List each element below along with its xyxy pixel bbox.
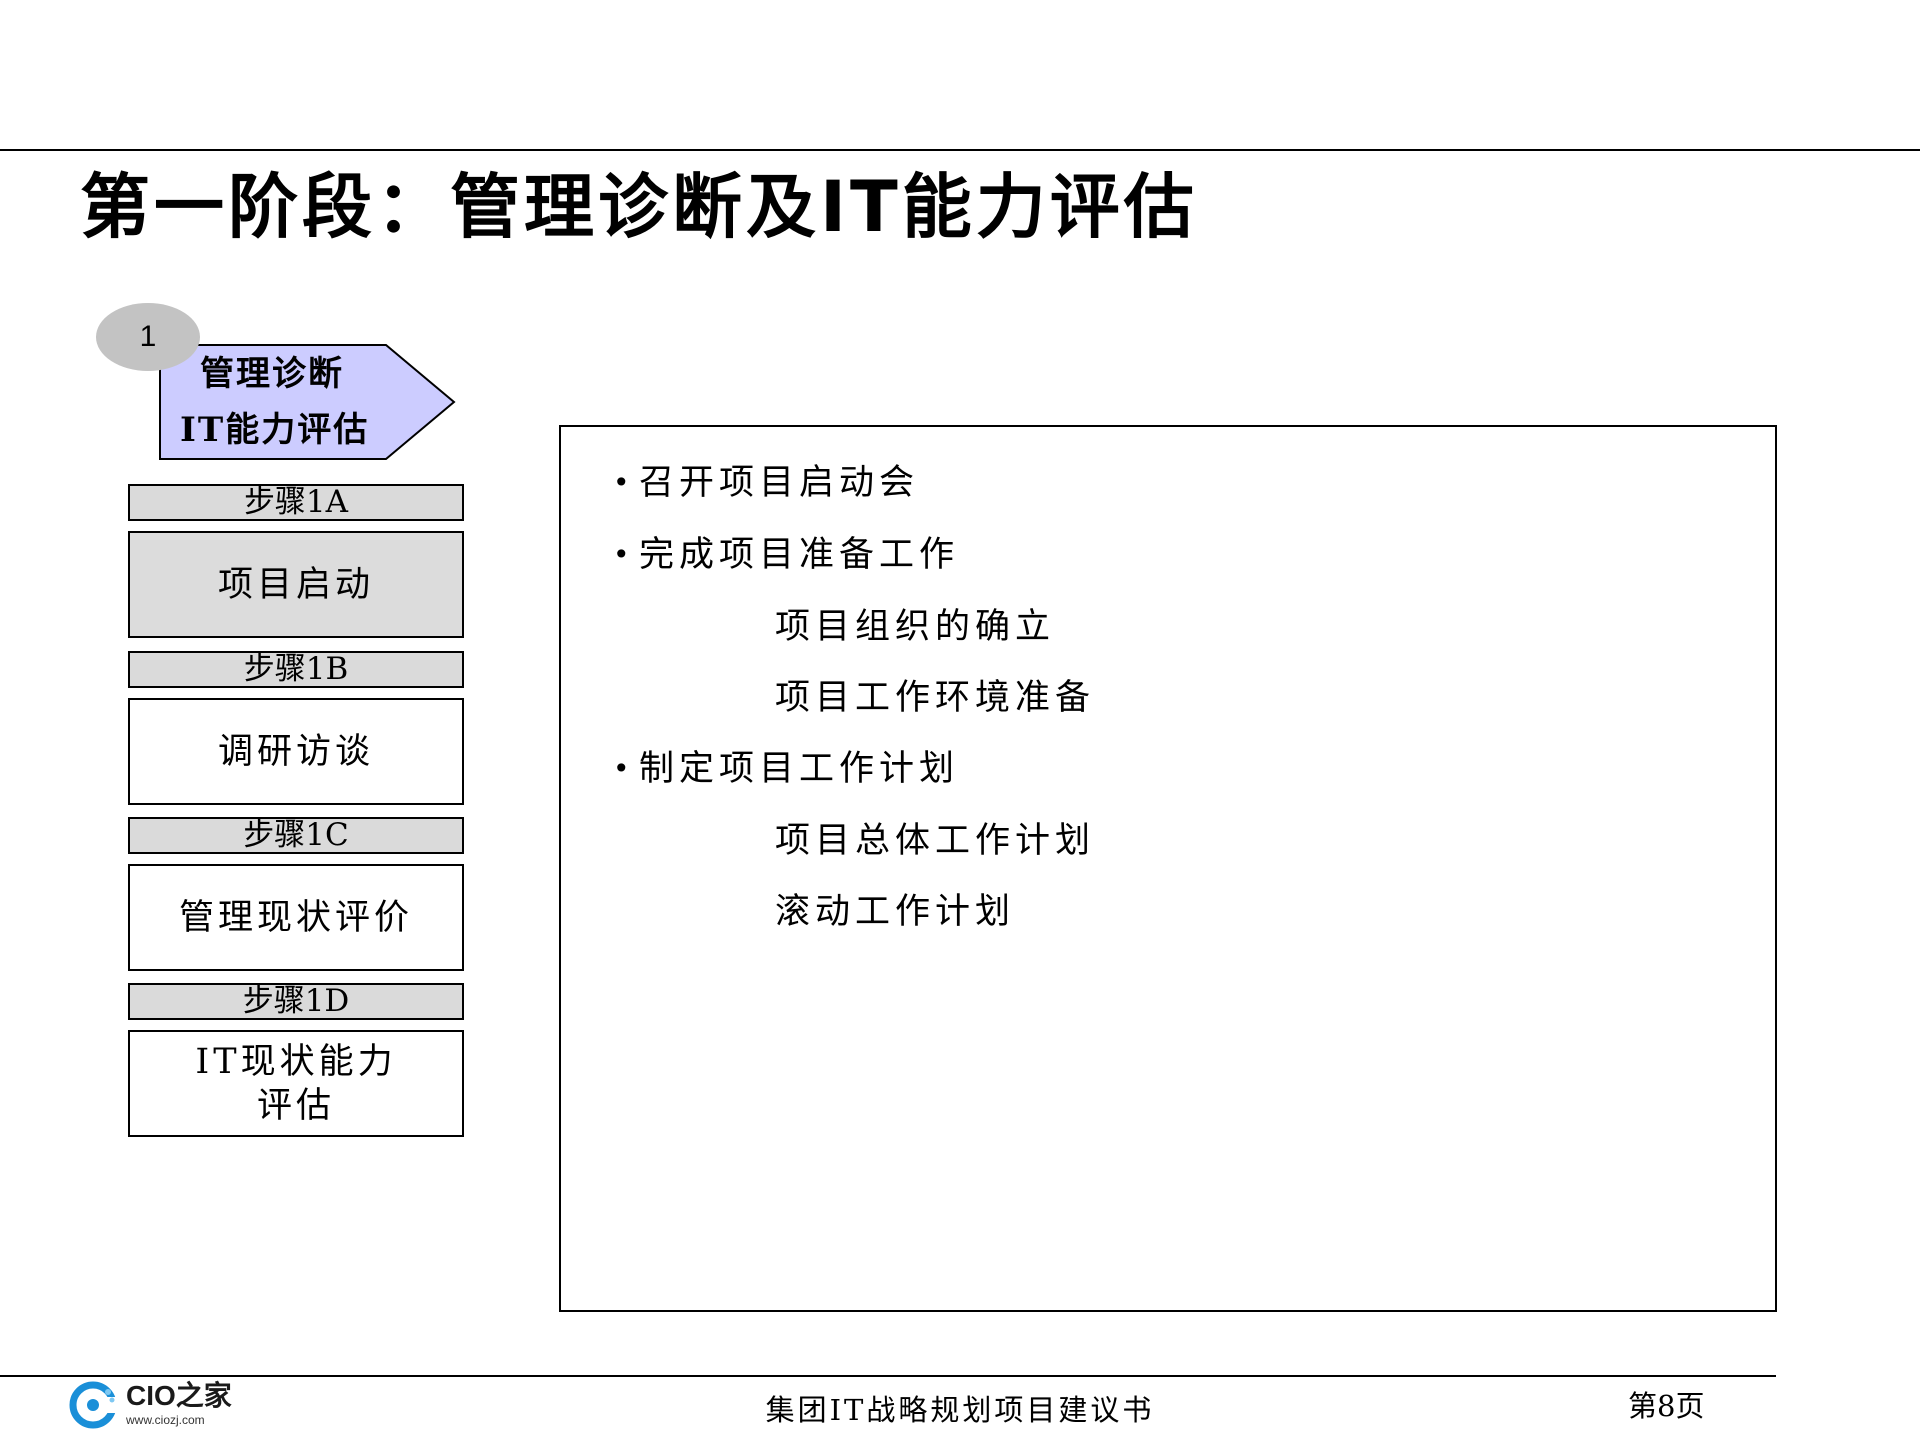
content-subitem-3: 项目总体工作计划 — [775, 821, 1096, 861]
content-panel: • 召开项目启动会 • 完成项目准备工作 项目组织的确立 项目工作环境准备 • … — [559, 425, 1777, 1312]
bullet-marker: • — [613, 466, 630, 499]
step-tab-1c: 步骤1C — [128, 817, 464, 854]
phase-number-badge: 1 — [96, 303, 200, 371]
logo-mark-icon — [69, 1381, 120, 1429]
content-subitem-2: 项目工作环境准备 — [775, 678, 1096, 718]
logo-text: CIO之家 — [126, 1380, 232, 1411]
step-tab-1b: 步骤1B — [128, 651, 464, 688]
page-number: 第8页 — [1628, 1389, 1705, 1423]
phase-arrow-shape — [159, 344, 456, 460]
document-title: 集团IT战略规划项目建议书 — [765, 1393, 1155, 1427]
content-item-2: 完成项目准备工作 — [639, 535, 960, 575]
step-box-1d: IT现状能力 评估 — [128, 1030, 464, 1137]
footer-rule — [0, 1375, 1776, 1377]
logo-url: www.ciozj.com — [126, 1413, 205, 1427]
page-title: 第一阶段：管理诊断及IT能力评估 — [80, 166, 1198, 248]
bullet-marker: • — [613, 538, 630, 571]
bullet-marker: • — [613, 752, 630, 785]
step-tab-1a: 步骤1A — [128, 484, 464, 521]
header-rule — [0, 149, 1920, 151]
content-item-3: 制定项目工作计划 — [639, 749, 960, 789]
step-box-1b: 调研访谈 — [128, 698, 464, 805]
content-subitem-4: 滚动工作计划 — [775, 892, 1016, 932]
step-box-1c: 管理现状评价 — [128, 864, 464, 971]
cio-logo: CIO之家 www.ciozj.com — [68, 1380, 238, 1430]
phase-label-line2: IT能力评估 — [180, 410, 370, 450]
content-item-1: 召开项目启动会 — [639, 463, 920, 503]
phase-label-line1: 管理诊断 — [200, 354, 344, 394]
step-box-1a: 项目启动 — [128, 531, 464, 638]
content-subitem-1: 项目组织的确立 — [775, 607, 1056, 647]
phase-label: 管理诊断 IT能力评估 — [160, 346, 410, 456]
step-tab-1d: 步骤1D — [128, 983, 464, 1020]
